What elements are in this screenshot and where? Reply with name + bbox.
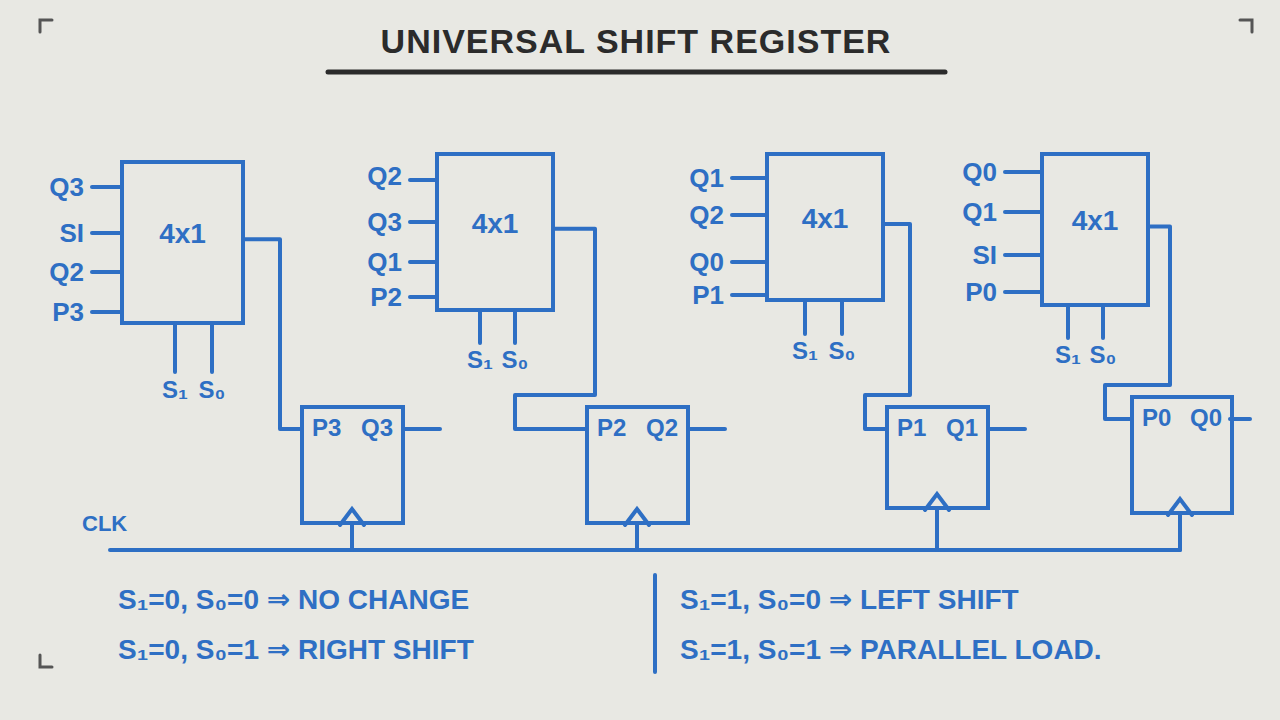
input-wire (410, 295, 435, 299)
signal-name: Q1 (367, 248, 402, 277)
select-wire (513, 312, 517, 343)
input-wire (92, 231, 120, 235)
mux-label: 4x1 (802, 204, 849, 235)
pin-label: P0 (1142, 405, 1171, 431)
signal-name: Q2 (367, 162, 402, 191)
input-wire (732, 260, 765, 264)
separator-line (653, 575, 657, 672)
clock-wire (1178, 515, 1182, 550)
multiplexer-box: 4x1 (120, 160, 245, 325)
select-wire (1101, 307, 1105, 338)
signal-name: Q2 (49, 258, 84, 287)
input-wire (732, 213, 765, 217)
mode-note: S₁=1, S₀=1 ⇒ PARALLEL LOAD. (680, 635, 1102, 666)
wiring (40, 20, 1252, 672)
signal-name: Q2 (689, 201, 724, 230)
flip-flop-box: P3 Q3 (300, 405, 405, 525)
mux-label: 4x1 (1072, 206, 1119, 237)
multiplexer-box: 4x1 (765, 152, 885, 302)
clock-wire (635, 525, 639, 550)
pin-label: P3 (312, 415, 341, 441)
pin-label: Q3 (361, 415, 393, 441)
output-wire (990, 427, 1025, 431)
output-wire (690, 427, 725, 431)
clock-wire (110, 548, 1180, 552)
select-wire (840, 302, 844, 334)
signal-name: Q1 (689, 164, 724, 193)
input-wire (410, 220, 435, 224)
corner-mark (40, 20, 52, 32)
diagram-title: UNIVERSAL SHIFT REGISTER (381, 23, 892, 60)
mux-output-wire (245, 239, 300, 429)
input-wire (732, 293, 765, 297)
flip-flop-box: P1 Q1 (885, 405, 990, 510)
mux-output-wire (1105, 226, 1170, 419)
input-wire (410, 178, 435, 182)
pin-label: Q1 (946, 415, 978, 441)
multiplexer-box: 4x1 (435, 152, 555, 312)
signal-name: Q1 (962, 198, 997, 227)
select-wire (173, 325, 177, 372)
multiplexer-box: 4x1 (1040, 152, 1150, 307)
flip-flop-box: P2 Q2 (585, 405, 690, 525)
select-line-name: S₁ (162, 377, 188, 403)
input-wire (1005, 290, 1040, 294)
select-line-name: S₀ (1090, 342, 1117, 368)
signal-name: Q0 (689, 248, 724, 277)
mux-output-wire (515, 229, 595, 429)
mode-note: S₁=1, S₀=0 ⇒ LEFT SHIFT (680, 585, 1019, 616)
signal-name: P1 (692, 281, 724, 310)
input-wire (1005, 253, 1040, 257)
clock-wire (935, 510, 939, 550)
input-wire (1005, 170, 1040, 174)
flip-flop-box: P0 Q0 (1130, 395, 1234, 515)
select-wire (478, 312, 482, 343)
signal-name: Q3 (49, 173, 84, 202)
corner-mark (1240, 20, 1252, 32)
mux-label: 4x1 (159, 219, 206, 250)
pin-label: P1 (897, 415, 926, 441)
signal-name: Q3 (367, 208, 402, 237)
clock-wire (350, 525, 354, 550)
signal-name: SI (59, 219, 84, 248)
pin-label: Q2 (646, 415, 678, 441)
pin-label: P2 (597, 415, 626, 441)
input-wire (732, 176, 765, 180)
mux-label: 4x1 (472, 209, 519, 240)
input-wire (410, 260, 435, 264)
mux-output-wire (865, 224, 910, 429)
select-line-name: S₁ (1055, 342, 1081, 368)
select-line-name: S₁ (792, 338, 818, 364)
corner-mark (40, 655, 52, 667)
mode-note: S₁=0, S₀=1 ⇒ RIGHT SHIFT (118, 635, 474, 666)
select-line-name: S₀ (199, 377, 226, 403)
input-wire (92, 310, 120, 314)
pin-label: Q0 (1190, 405, 1222, 431)
signal-name: Q0 (962, 158, 997, 187)
signal-name: P3 (52, 298, 84, 327)
select-line-name: S₀ (829, 338, 856, 364)
output-wire (405, 427, 440, 431)
input-wire (92, 185, 120, 189)
select-wire (210, 325, 214, 372)
input-wire (1005, 210, 1040, 214)
title-underline (328, 70, 945, 75)
select-wire (1066, 307, 1070, 338)
select-line-name: S₁ (467, 347, 493, 373)
select-line-name: S₀ (502, 347, 529, 373)
signal-name: P0 (965, 278, 997, 307)
select-wire (803, 302, 807, 334)
signal-name: SI (972, 241, 997, 270)
signal-name: P2 (370, 283, 402, 312)
clock-name: CLK (82, 512, 127, 536)
input-wire (92, 270, 120, 274)
mode-note: S₁=0, S₀=0 ⇒ NO CHANGE (118, 585, 469, 616)
